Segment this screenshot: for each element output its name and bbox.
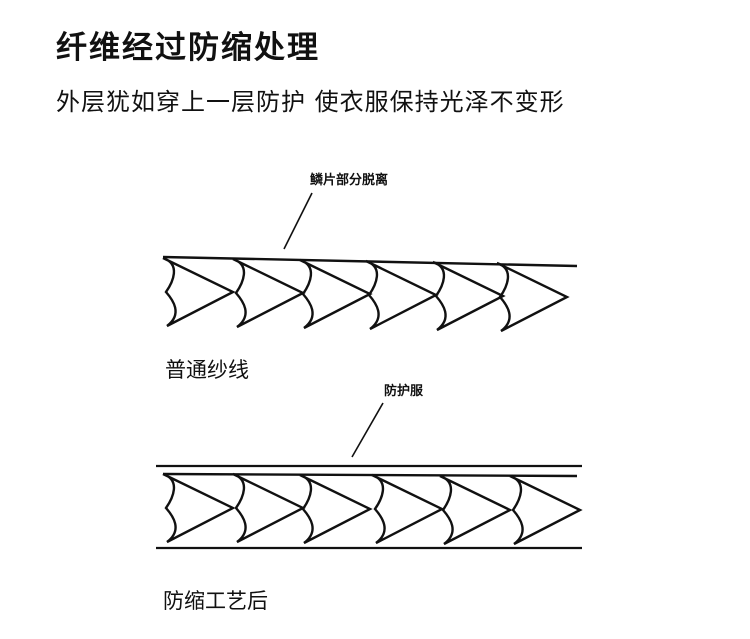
fiber-scale — [431, 260, 505, 332]
fiber-scale — [231, 472, 305, 544]
callout-label-scales: 鳞片部分脱离 — [310, 172, 388, 188]
fiber-scale — [161, 256, 235, 328]
treated-yarn-fiber — [156, 464, 582, 550]
fiber-top-edge — [162, 472, 578, 478]
fiber-scale — [438, 474, 512, 546]
fiber-scale — [370, 473, 444, 545]
fiber-scale — [161, 472, 235, 544]
fiber-scale — [298, 473, 372, 545]
caption-treated-yarn: 防缩工艺后 — [163, 589, 268, 613]
page-title: 纤维经过防缩处理 — [56, 30, 320, 66]
ordinary-yarn-fiber — [161, 255, 578, 333]
fiber-scale — [231, 257, 305, 329]
callout-line-scales — [283, 192, 313, 250]
fiber-scale — [495, 261, 569, 333]
fiber-scale — [508, 474, 582, 546]
callout-line-protective — [351, 402, 384, 458]
fiber-scale — [364, 259, 438, 331]
callout-label-protective: 防护服 — [384, 383, 424, 399]
page-subtitle: 外层犹如穿上一层防护 使衣服保持光泽不变形 — [56, 88, 565, 116]
fiber-scale — [298, 258, 372, 330]
caption-ordinary-yarn: 普通纱线 — [165, 358, 249, 382]
